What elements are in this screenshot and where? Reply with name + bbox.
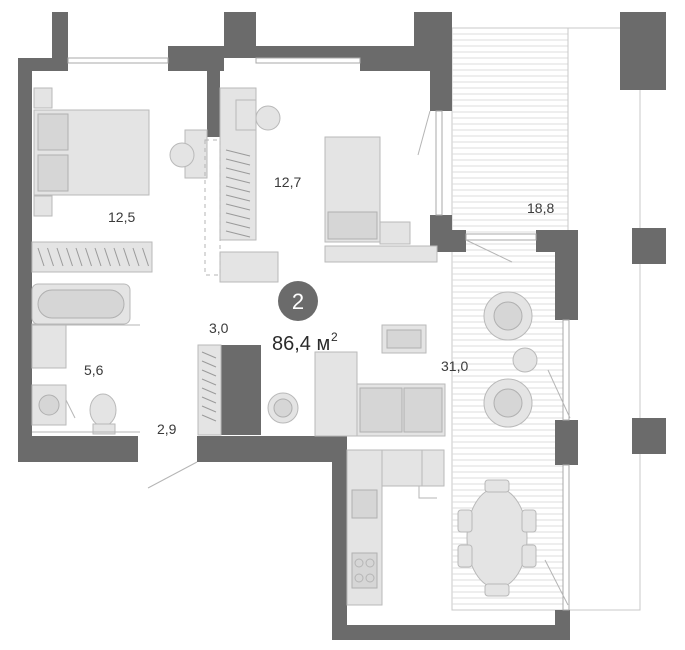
toilet xyxy=(89,393,117,427)
bedroom-furniture xyxy=(31,87,208,273)
rooms-badge: 2 xyxy=(278,281,318,321)
wardrobe-closet xyxy=(197,344,222,436)
desk-room xyxy=(235,99,257,131)
bathroom-fixtures xyxy=(31,283,140,435)
sink xyxy=(31,323,67,369)
area-label-bedroom: 12,5 xyxy=(108,209,135,225)
area-label-living-kitchen: 31,0 xyxy=(441,358,468,374)
rooms-count: 2 xyxy=(292,289,304,314)
area-labels: 12,5 12,7 18,8 31,0 5,6 3,0 2,9 xyxy=(84,174,554,437)
total-area-value: 86,4 м xyxy=(272,333,330,355)
side-table xyxy=(512,347,538,373)
armchair-1 xyxy=(483,291,533,341)
total-area-unit-sup: 2 xyxy=(331,330,338,344)
tv-stand xyxy=(324,245,438,263)
dining-table xyxy=(466,487,528,589)
chair xyxy=(169,142,195,168)
area-label-room: 12,7 xyxy=(274,174,301,190)
kitchen-sink xyxy=(351,489,378,519)
windows xyxy=(67,57,570,611)
wardrobe-bedroom xyxy=(31,241,153,273)
walls xyxy=(18,12,666,640)
area-label-hall: 2,9 xyxy=(157,421,177,437)
doors xyxy=(61,110,571,606)
cooktop xyxy=(351,552,378,589)
armchair-2 xyxy=(483,378,533,428)
total-area: 86,4 м 2 xyxy=(272,330,338,355)
area-label-wardrobe: 3,0 xyxy=(209,320,229,336)
living-kitchen-furniture xyxy=(314,291,538,606)
hall-fixtures xyxy=(267,392,299,424)
room-furniture xyxy=(204,87,438,283)
area-label-balcony: 18,8 xyxy=(527,200,554,216)
area-label-bathroom: 5,6 xyxy=(84,362,104,378)
